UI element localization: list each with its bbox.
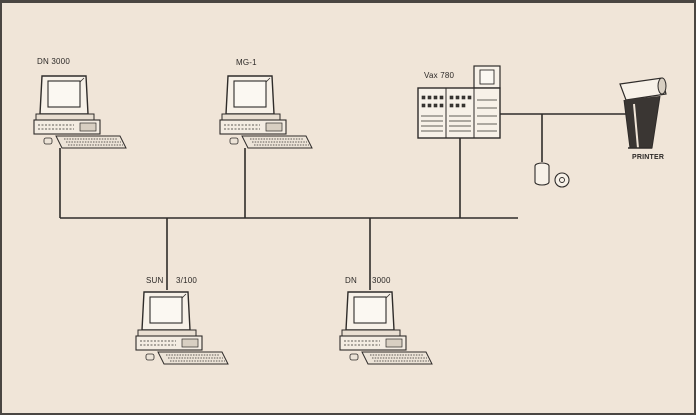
node-label-dn3000-top: DN 3000	[37, 57, 70, 66]
workstation-icon	[220, 76, 312, 148]
workstation-icon	[136, 292, 228, 364]
network-cables	[60, 114, 628, 290]
disk-drive-icon	[535, 163, 549, 185]
workstation-icon	[340, 292, 432, 364]
node-label-dn-bottom-model: 3000	[372, 276, 391, 285]
tape-reel-icon	[555, 173, 569, 187]
printer-icon	[620, 78, 666, 148]
node-label-sun-model: 3/100	[176, 276, 197, 285]
node-label-mg1: MG-1	[236, 58, 257, 67]
node-label-sun: SUN	[146, 276, 164, 285]
workstation-icon	[34, 76, 126, 148]
node-label-dn-bottom: DN	[345, 276, 357, 285]
node-label-printer: PRINTER	[632, 154, 664, 161]
node-label-vax780: Vax 780	[424, 71, 454, 80]
